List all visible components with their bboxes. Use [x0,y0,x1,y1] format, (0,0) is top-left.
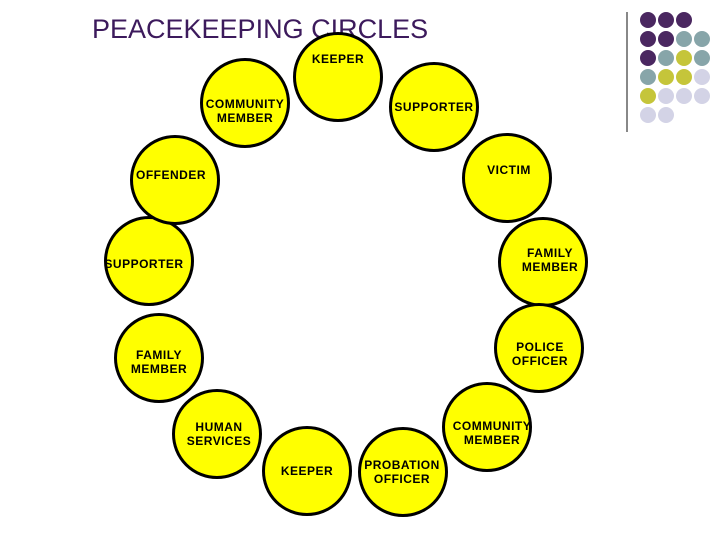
decorative-dot [640,12,656,28]
decorative-dot [676,31,692,47]
decorative-dot [658,107,674,123]
circle-node [358,427,448,517]
decorative-dot [676,69,692,85]
circle-node [262,426,352,516]
circle-label: SUPPORTER [394,100,474,114]
decorative-dot [694,50,710,66]
circle-node [130,135,220,225]
circle-node [114,313,204,403]
decorative-dot [676,88,692,104]
circle-label: COMMUNITY MEMBER [205,97,285,125]
circle-node [104,216,194,306]
circle-node [293,32,383,122]
decorative-dot [694,88,710,104]
circle-label: KEEPER [311,52,365,66]
circle-label: SUPPORTER [104,257,184,271]
decorative-dot [640,50,656,66]
decorative-dot [658,88,674,104]
circle-label: PROBATION OFFICER [364,458,440,486]
circle-node [442,382,532,472]
decorative-dot [640,31,656,47]
decorative-divider [626,12,628,132]
decorative-dot [676,12,692,28]
decorative-dot-grid [640,12,710,123]
decorative-dot [658,31,674,47]
decorative-dot [658,50,674,66]
circle-node [200,58,290,148]
page-title: PEACEKEEPING CIRCLES [92,14,429,44]
decorative-dot [658,69,674,85]
circle-label: FAMILY MEMBER [130,348,188,376]
decorative-dot [694,69,710,85]
circle-label: HUMAN SERVICES [186,420,252,448]
decorative-dot [694,31,710,47]
circle-node [172,389,262,479]
circle-label: POLICE OFFICER [511,340,569,368]
circle-node [462,133,552,223]
circle-label: KEEPER [280,464,334,478]
circle-label: OFFENDER [136,168,206,182]
decorative-dot [676,50,692,66]
decorative-dot [658,12,674,28]
decorative-dot [640,69,656,85]
circle-label: VICTIM [487,163,531,177]
circle-label: COMMUNITY MEMBER [452,419,532,447]
circle-node [389,62,479,152]
decorative-dot [640,107,656,123]
circle-node [494,303,584,393]
circle-label: FAMILY MEMBER [521,246,579,274]
decorative-dot [640,88,656,104]
